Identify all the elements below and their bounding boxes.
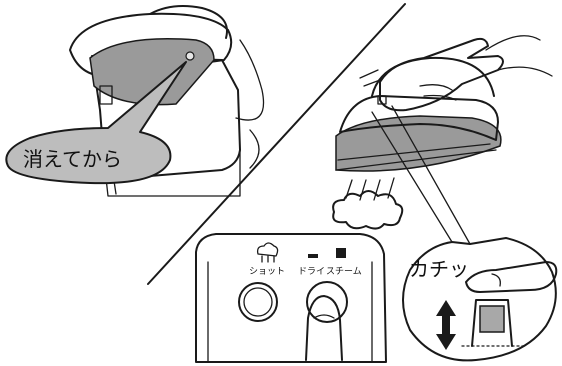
indicator-lamp [186,52,194,60]
callout-right-text: カチッ [409,257,469,281]
steam-marker [336,248,346,258]
steam-label: スチーム [326,266,362,277]
dry-label: ドライ [298,266,325,277]
steam-cloud-icon [333,178,402,229]
callout-left-text: 消えてから [23,147,122,171]
shot-button[interactable] [239,283,277,321]
control-panel: ショット ドライ スチーム [196,234,386,362]
shot-button-icon [258,243,278,262]
iron-lifted-icon [336,36,552,171]
dry-marker [308,254,318,258]
shot-label: ショット [249,267,285,277]
